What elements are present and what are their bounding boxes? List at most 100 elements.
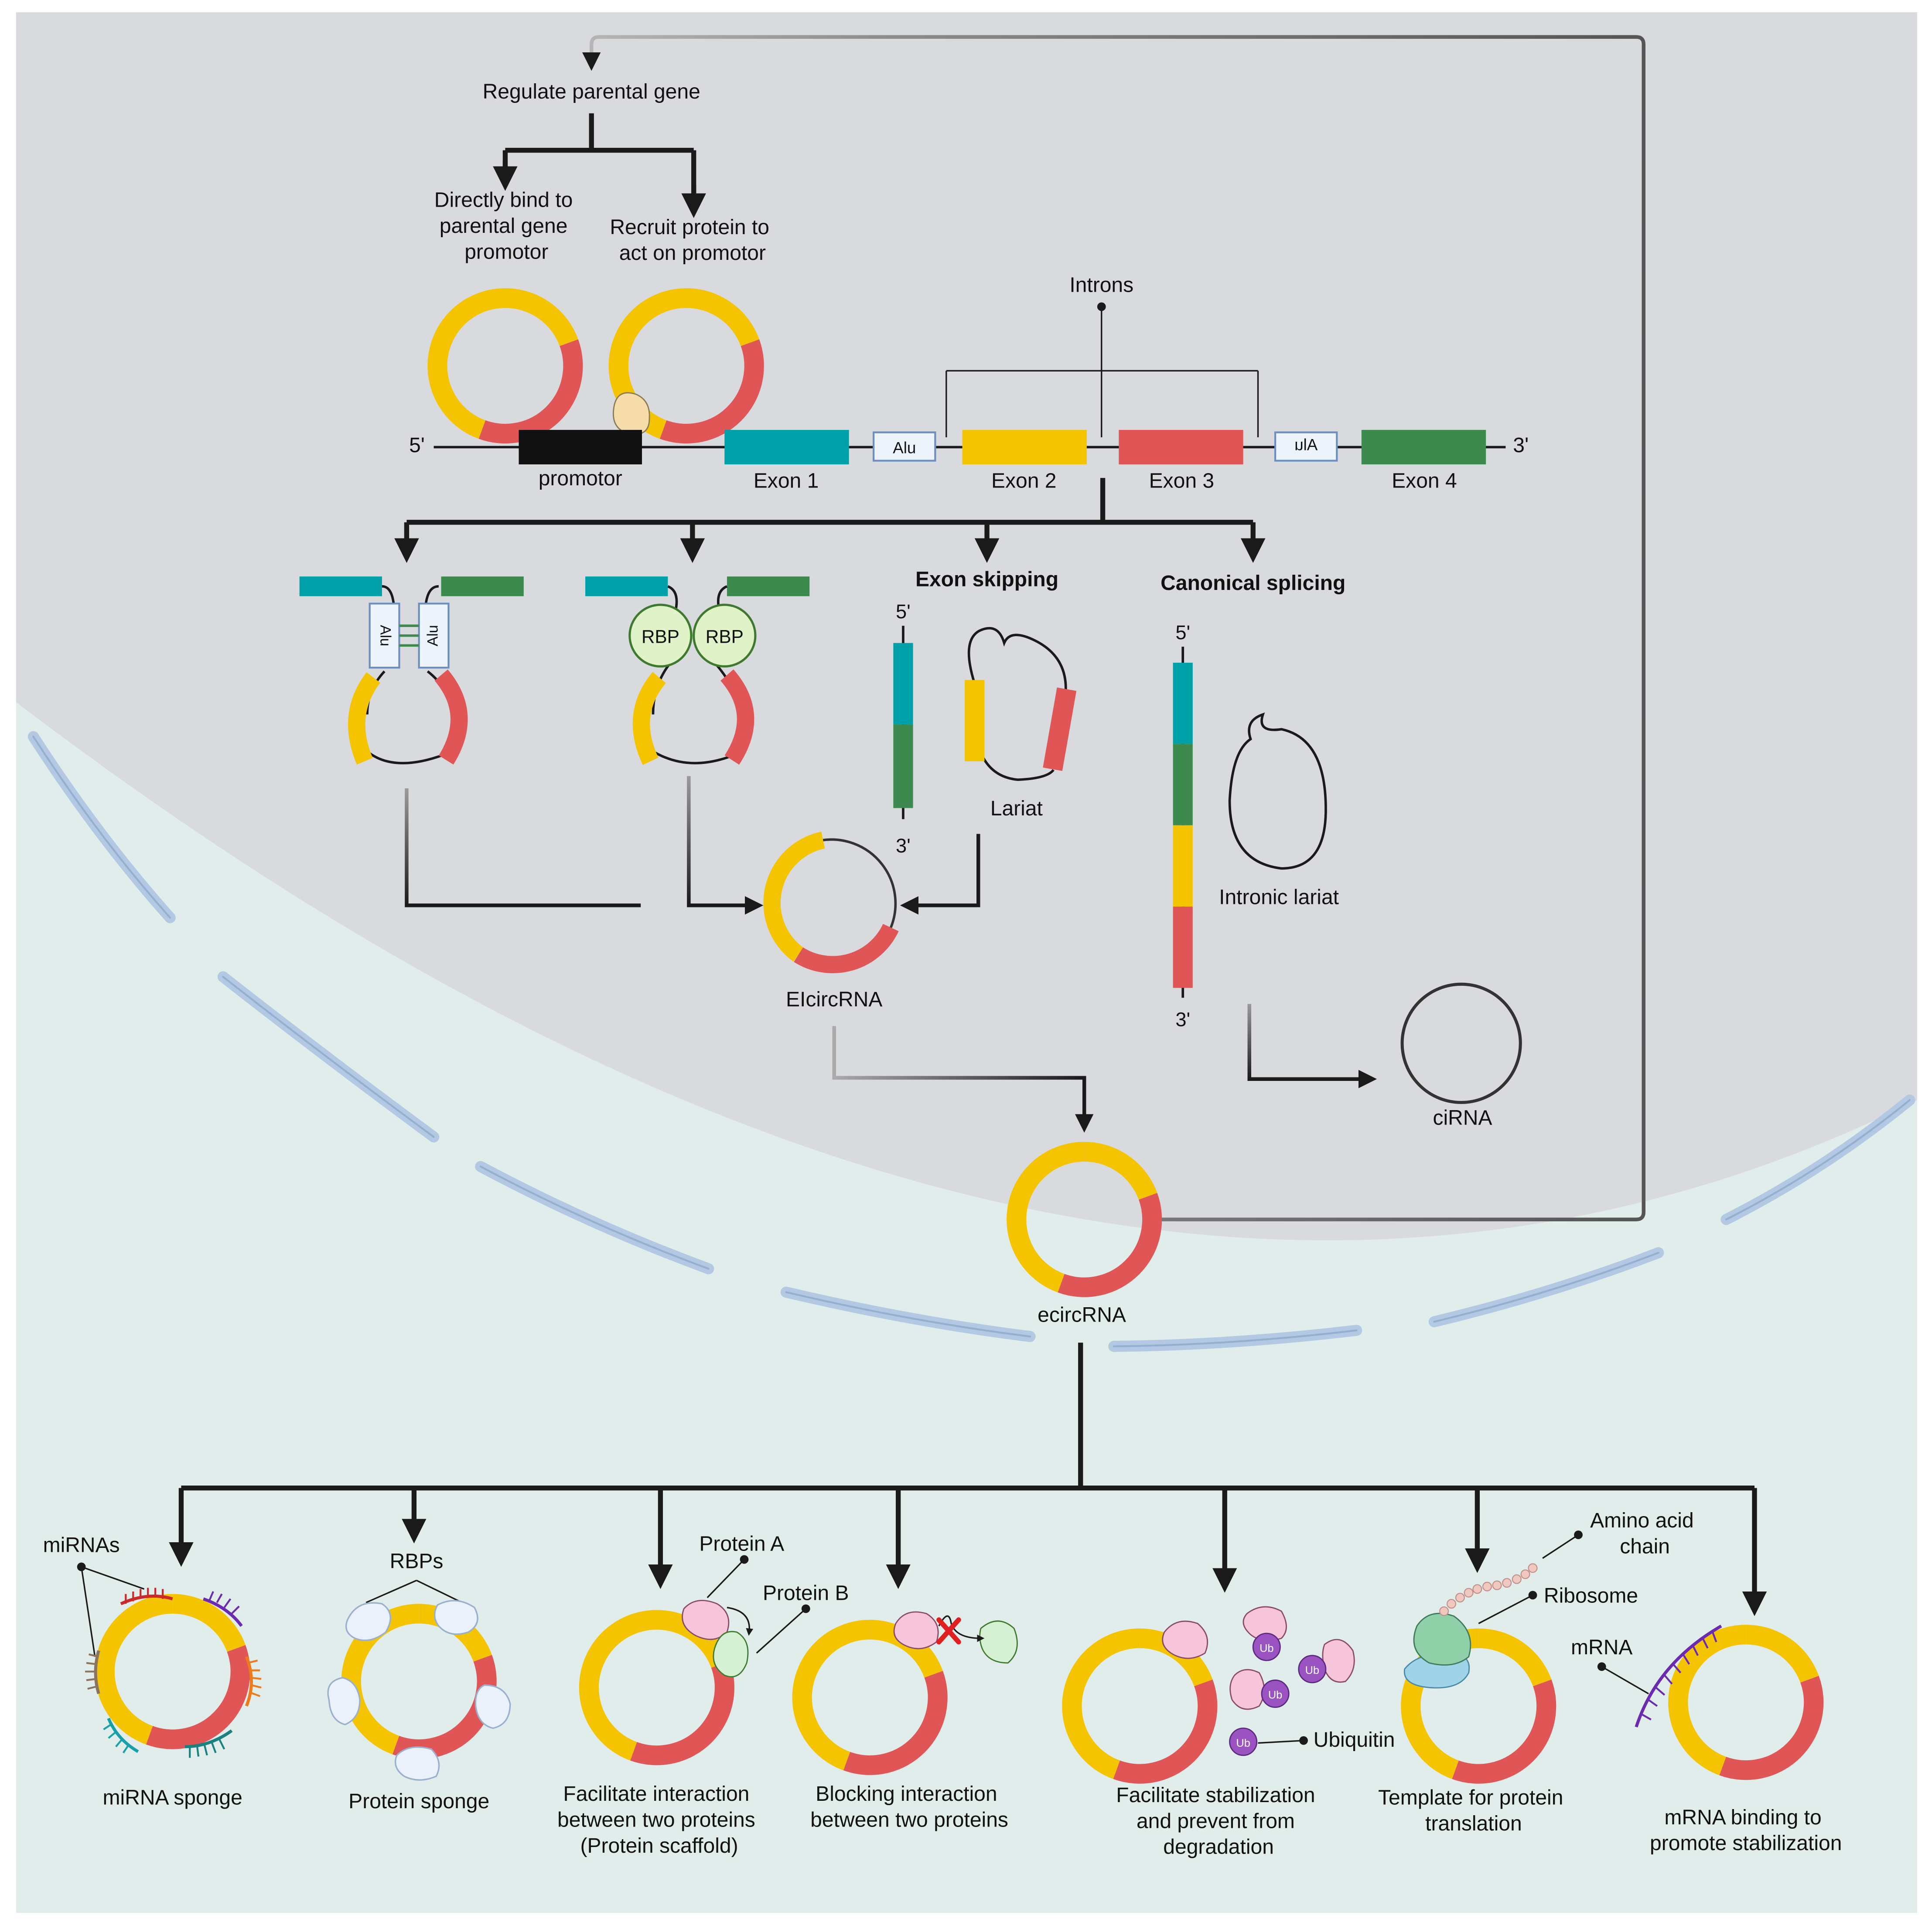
ribosome-label: Ribosome bbox=[1544, 1584, 1638, 1607]
amino-acid-chain-label: Amino acid chain bbox=[1590, 1509, 1700, 1558]
nuclear-membrane-highlight bbox=[32, 736, 1911, 1347]
blocking-protein-b bbox=[979, 1620, 1018, 1664]
ubiquitin-label: Ubiquitin bbox=[1314, 1728, 1395, 1752]
canonical-five-prime: 5' bbox=[1175, 621, 1190, 644]
lariat-to-eicircrna-line bbox=[900, 834, 980, 915]
facilitate-stabilization-label: Facilitate stabilization and prevent fro… bbox=[1116, 1784, 1321, 1859]
intronic-lariat-label: Intronic lariat bbox=[1219, 886, 1339, 909]
ubiquitin-pointer bbox=[1258, 1740, 1304, 1744]
regulate-parental-gene-label: Regulate parental gene bbox=[483, 80, 700, 103]
alu-element-1 bbox=[873, 431, 936, 462]
lariat-label: Lariat bbox=[990, 797, 1043, 820]
mirnas-label: miRNAs bbox=[43, 1534, 120, 1557]
intronic-lariat-loop bbox=[1228, 712, 1327, 870]
promotor-label: promotor bbox=[539, 467, 622, 490]
ribosome-large-subunit bbox=[1413, 1612, 1471, 1666]
introns-label: Introns bbox=[1069, 274, 1133, 297]
ribosome-pointer bbox=[1478, 1594, 1533, 1624]
exon-skipping-exon4 bbox=[893, 724, 913, 808]
rbp-right-label: RBP bbox=[706, 627, 744, 647]
rbps-pointer bbox=[365, 1579, 463, 1603]
ub-label-1: Ub bbox=[1260, 1642, 1273, 1654]
rbps-label: RBPs bbox=[390, 1550, 444, 1573]
amino-acid-chain bbox=[1439, 1563, 1538, 1616]
regulate-branch-line bbox=[502, 113, 696, 206]
alu-mech-alu-right-label: Alu bbox=[425, 625, 441, 646]
rbp-mech-exon2-arc bbox=[632, 672, 666, 765]
mechanism-branch-line bbox=[406, 478, 1253, 525]
amino-acid-pointer bbox=[1542, 1534, 1579, 1559]
blocking-interaction-label: Blocking interaction between two protein… bbox=[810, 1782, 1008, 1831]
gene-five-prime: 5' bbox=[409, 434, 425, 457]
block-x-icon bbox=[936, 1617, 961, 1645]
rbp-left-label: RBP bbox=[642, 627, 679, 647]
mrna-binding-label: mRNA binding to promote stabilization bbox=[1650, 1806, 1842, 1855]
free-protein-3 bbox=[1229, 1669, 1265, 1710]
protein-sponge-label: Protein sponge bbox=[348, 1790, 489, 1813]
mirnas-pointer-dot bbox=[77, 1562, 86, 1571]
function-branch-line bbox=[181, 1343, 1755, 1491]
rbp-right bbox=[693, 603, 757, 668]
alu-mech-exon2-arc bbox=[348, 672, 381, 765]
alu-mech-exon3-arc bbox=[434, 669, 468, 765]
exon4-label: Exon 4 bbox=[1392, 470, 1457, 493]
mrna-strand bbox=[1635, 1624, 1722, 1728]
free-protein-2 bbox=[1322, 1639, 1355, 1683]
cirna-circle bbox=[1400, 982, 1522, 1104]
exon-skipping-exon1 bbox=[893, 643, 913, 725]
eicircrna-label: EIcircRNA bbox=[786, 988, 882, 1011]
mrna-pointer bbox=[1601, 1666, 1649, 1694]
mrna-strand-ticks bbox=[1642, 1632, 1717, 1721]
exon3-label: Exon 3 bbox=[1149, 470, 1214, 493]
canonical-exon3 bbox=[1173, 907, 1193, 988]
canonical-three-prime: 3' bbox=[1175, 1008, 1190, 1030]
protein-a-label: Protein A bbox=[699, 1533, 784, 1556]
rbp-blobs bbox=[327, 1600, 511, 1781]
mirna-strands bbox=[85, 1588, 262, 1758]
alu-label-1: Alu bbox=[893, 439, 916, 457]
gene-three-prime: 3' bbox=[1513, 434, 1529, 457]
blocking-protein-a bbox=[893, 1611, 939, 1650]
ub-label-4: Ub bbox=[1236, 1737, 1250, 1749]
rbp-mech-exon3-arc bbox=[720, 669, 754, 765]
protein-b bbox=[713, 1631, 749, 1677]
ub-label-2: Ub bbox=[1305, 1664, 1319, 1677]
exon4-block bbox=[1361, 429, 1486, 465]
canonical-exon4 bbox=[1173, 744, 1193, 825]
ecircrna-label: ecircRNA bbox=[1038, 1303, 1126, 1326]
mirnas-pointer bbox=[80, 1566, 145, 1657]
cirna-label: ciRNA bbox=[1433, 1106, 1492, 1129]
rbp-mech-exon1 bbox=[585, 576, 668, 596]
mrna-label: mRNA bbox=[1571, 1636, 1632, 1659]
lariat-exon3 bbox=[1043, 687, 1077, 771]
protein-a-pointer bbox=[707, 1559, 745, 1598]
nucleus-background bbox=[16, 12, 1917, 1241]
recruited-protein bbox=[612, 392, 650, 435]
directly-bind-label: Directly bind to parental gene promotor bbox=[434, 189, 579, 264]
alu-mech-exon4 bbox=[441, 576, 524, 596]
alu-mech-alu-left bbox=[369, 603, 400, 669]
alu-mech-pairing-lines bbox=[399, 624, 419, 647]
exon-skipping-three-prime: 3' bbox=[896, 835, 911, 857]
canonical-exon1 bbox=[1173, 662, 1193, 744]
lariat-exon2 bbox=[965, 680, 985, 761]
ub-label-3: Ub bbox=[1268, 1689, 1282, 1701]
exon-skipping-title: Exon skipping bbox=[915, 568, 1058, 591]
blocking-arrow bbox=[938, 1615, 985, 1642]
stabilization-bound-protein bbox=[1162, 1620, 1208, 1659]
alu-mech-alu-left-label: Alu bbox=[377, 625, 394, 646]
alu-mech-exon1 bbox=[299, 576, 382, 596]
promotor-block bbox=[519, 429, 642, 465]
alu-mech-alu-right bbox=[418, 603, 450, 669]
exon2-block bbox=[962, 429, 1087, 465]
feedback-arrow-line bbox=[582, 35, 1646, 1222]
rbp-mech-exon4 bbox=[727, 576, 810, 596]
alu-to-eicircrna-line bbox=[405, 788, 641, 907]
ub-icons bbox=[1229, 1632, 1327, 1756]
rbp-to-eicircrna-line bbox=[687, 776, 764, 915]
eicircrna-to-ecircrna-arrow bbox=[832, 1026, 1094, 1133]
exon-skipping-five-prime: 5' bbox=[896, 600, 911, 623]
facilitate-interaction-label: Facilitate interaction between two prote… bbox=[557, 1782, 761, 1857]
template-translation-label: Template for protein translation bbox=[1378, 1786, 1569, 1835]
